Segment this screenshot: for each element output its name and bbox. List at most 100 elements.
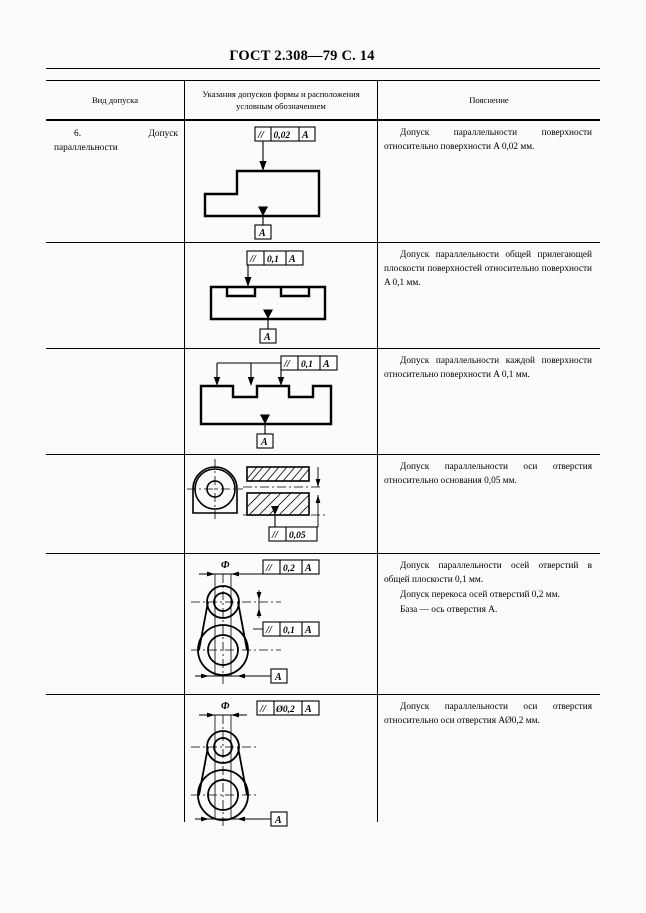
column-divider-1: [184, 80, 186, 822]
dimension-arrow-right: [231, 712, 239, 718]
cell-figure: // 0,05: [185, 455, 377, 553]
column-divider-2: [377, 80, 379, 822]
feature-control-frame: // 0,02 A: [254, 126, 316, 142]
datum-triangle: [260, 414, 270, 424]
cell-tolerance-kind: [46, 695, 184, 701]
cell-explanation: Допуск параллельности общей прилегающей …: [378, 243, 600, 292]
cell-figure: Ф // 0,2 A: [185, 554, 377, 694]
frame-tolerance: 0,1: [283, 626, 295, 636]
cell-explanation: Допуск параллельности каждой поверхности…: [378, 349, 600, 384]
table-top-rule: [46, 80, 600, 82]
datum-arrow-left: [201, 816, 209, 822]
datum-box: [270, 668, 288, 684]
slot-right: [279, 286, 311, 297]
frame-tolerance: 0,05: [289, 531, 306, 541]
explanation-paragraph: База — ось отверстия A.: [400, 604, 498, 615]
datum-box: [256, 433, 274, 449]
cell-figure: Ф // Ø0,2 A: [185, 695, 377, 837]
datum-label: A: [258, 228, 266, 239]
frame-symbol: //: [257, 130, 265, 141]
frame-tolerance: 0,1: [267, 255, 279, 265]
rod-body: [198, 601, 248, 650]
column-header-explanation: Пояснение: [469, 95, 509, 106]
feature-control-frame-bottom: // 0,1 A: [262, 621, 320, 637]
feature-control-frame-top: // 0,2 A: [262, 559, 320, 575]
dimension-label: Ф: [221, 701, 230, 712]
feature-control-frame: // 0,1 A: [246, 250, 304, 266]
dimension-arrow-right: [231, 571, 239, 577]
row-rule: [46, 693, 600, 695]
section-view: [243, 465, 325, 516]
datum-arrow-right: [237, 673, 245, 679]
frame-symbol: //: [283, 359, 291, 370]
leader-arrowhead-1: [213, 376, 221, 386]
datum-label: A: [263, 332, 271, 343]
row-rule: [46, 241, 600, 243]
header-rule: [46, 68, 600, 69]
leader-arrowhead-2: [247, 376, 255, 386]
dimension-arrow-left: [207, 571, 215, 577]
frame-datum: A: [288, 254, 296, 265]
frame-symbol: //: [259, 704, 267, 715]
cell-figure: // 0,02 A A: [185, 121, 377, 242]
explanation-paragraph: Допуск параллельности оси отверстия отно…: [384, 461, 592, 486]
cell-figure: // 0,1 A A: [185, 243, 377, 348]
cell-tolerance-kind: 6. Допуск параллельности: [46, 121, 184, 156]
feature-control-frame: // 0,05: [268, 526, 318, 542]
cell-tolerance-kind: [46, 455, 184, 461]
explanation-paragraph: Допуск перекоса осей отверстий 0,2 мм.: [400, 589, 560, 600]
column-header-notation: Указания допусков формы и расположения у…: [202, 88, 360, 112]
cell-explanation: Допуск параллельности оси отверстия отно…: [378, 455, 600, 490]
parallelism-common-plane-figure: // 0,1 A A: [209, 250, 327, 344]
axis-dim-arrow-up: [256, 591, 262, 600]
slot-left: [225, 286, 257, 297]
feature-control-frame: // 0,1 A: [280, 355, 338, 371]
parallelism-hole-axis-figure: // 0,05: [187, 458, 325, 542]
dimension-label: Ф: [221, 560, 230, 571]
page-title: ГОСТ 2.308—79 С. 14: [229, 48, 375, 64]
parallelism-axis-to-axis-figure: Ф // Ø0,2 A: [191, 700, 320, 827]
frame-tolerance: 0,2: [283, 564, 295, 574]
datum-label: A: [274, 672, 282, 683]
cell-tolerance-kind: [46, 243, 184, 249]
dimension-arrows: [315, 466, 321, 515]
hatching-upper: [246, 466, 310, 482]
datum-triangle: [263, 309, 273, 319]
tolerance-kind-label: 6. Допуск параллельности: [54, 128, 178, 154]
datum-label: A: [260, 437, 268, 448]
frame-tolerance: Ø0,2: [275, 705, 295, 715]
frame-tolerance: 0,02: [274, 131, 291, 141]
column-header-kind: Вид допуска: [91, 95, 139, 106]
datum-box: [259, 328, 277, 344]
datum-triangle: [271, 505, 279, 515]
row-rule: [46, 347, 600, 349]
leader-arrowhead: [259, 160, 267, 171]
table-row: // 0,05 Допуск параллельности оси отверс…: [46, 455, 600, 553]
explanation-paragraph: Допуск параллельности поверхности относи…: [384, 127, 592, 152]
cell-explanation: Допуск параллельности оси отверстия отно…: [378, 695, 600, 730]
leader-arrowhead: [244, 276, 252, 287]
tolerance-table: Вид допуска Указания допусков формы и ра…: [46, 80, 600, 837]
explanation-paragraph: Допуск параллельности общей прилегающей …: [384, 249, 592, 288]
rod-body: [198, 746, 248, 795]
part-outline: [203, 169, 321, 217]
leader-arrowhead-3: [277, 376, 285, 386]
cell-explanation: Допуск параллельности поверхности относи…: [378, 121, 600, 156]
table-header-rule: [46, 119, 600, 121]
frame-datum: A: [322, 359, 330, 370]
part-outline: [209, 285, 327, 320]
frame-symbol: //: [265, 625, 273, 636]
row-rule: [46, 453, 600, 455]
frame-tolerance: 0,1: [301, 360, 313, 370]
frame-symbol: //: [265, 563, 273, 574]
cell-tolerance-kind: [46, 554, 184, 560]
frame-symbol: //: [271, 530, 279, 541]
frame-symbol: //: [249, 254, 257, 265]
datum-arrow-right: [237, 816, 245, 822]
frame-datum: A: [304, 704, 312, 715]
datum-arrow-left: [201, 673, 209, 679]
part-outline: [199, 384, 333, 425]
feature-control-frame: // Ø0,2 A: [256, 700, 320, 716]
cell-explanation: Допуск параллельности осей отверстий в о…: [378, 554, 600, 619]
